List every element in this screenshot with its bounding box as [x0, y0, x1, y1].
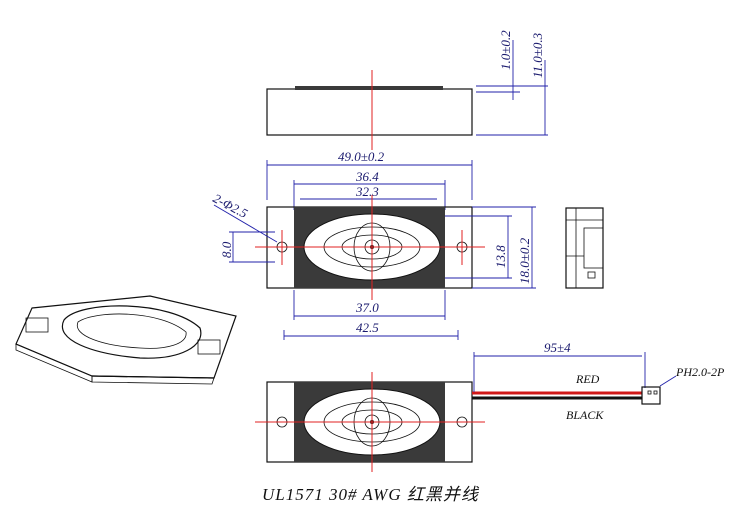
dim-total-height: 11.0±0.3	[530, 32, 545, 78]
dim-width-13: 13.8	[493, 245, 508, 268]
wire-spec-caption: UL1571 30# AWG 红黑并线	[262, 485, 480, 504]
end-view	[565, 207, 604, 289]
dim-width-18: 18.0±0.2	[517, 237, 532, 284]
dim-hole-spacing: 8.0	[219, 241, 234, 258]
connector-label: PH2.0-2P	[675, 365, 725, 379]
front-view: 49.0±0.2 36.4 32.3 2-Φ2.5 8.0	[211, 149, 536, 340]
side-view: 1.0±0.2 11.0±0.3	[266, 30, 548, 150]
dim-wire-length: 95±4	[544, 340, 571, 355]
bottom-view: 95±4 RED BLACK PH2.0-2P	[255, 340, 725, 472]
dim-overall-length: 49.0±0.2	[338, 149, 385, 164]
dim-length-32: 32.3	[355, 184, 379, 199]
dim-top-thickness: 1.0±0.2	[498, 30, 513, 70]
isometric-view	[15, 295, 237, 385]
dim-length-36: 36.4	[355, 169, 379, 184]
red-wire-label: RED	[575, 372, 600, 386]
dim-holes: 2-Φ2.5	[211, 190, 251, 221]
dim-length-37: 37.0	[355, 300, 379, 315]
dim-length-42: 42.5	[356, 320, 379, 335]
black-wire-label: BLACK	[566, 408, 604, 422]
